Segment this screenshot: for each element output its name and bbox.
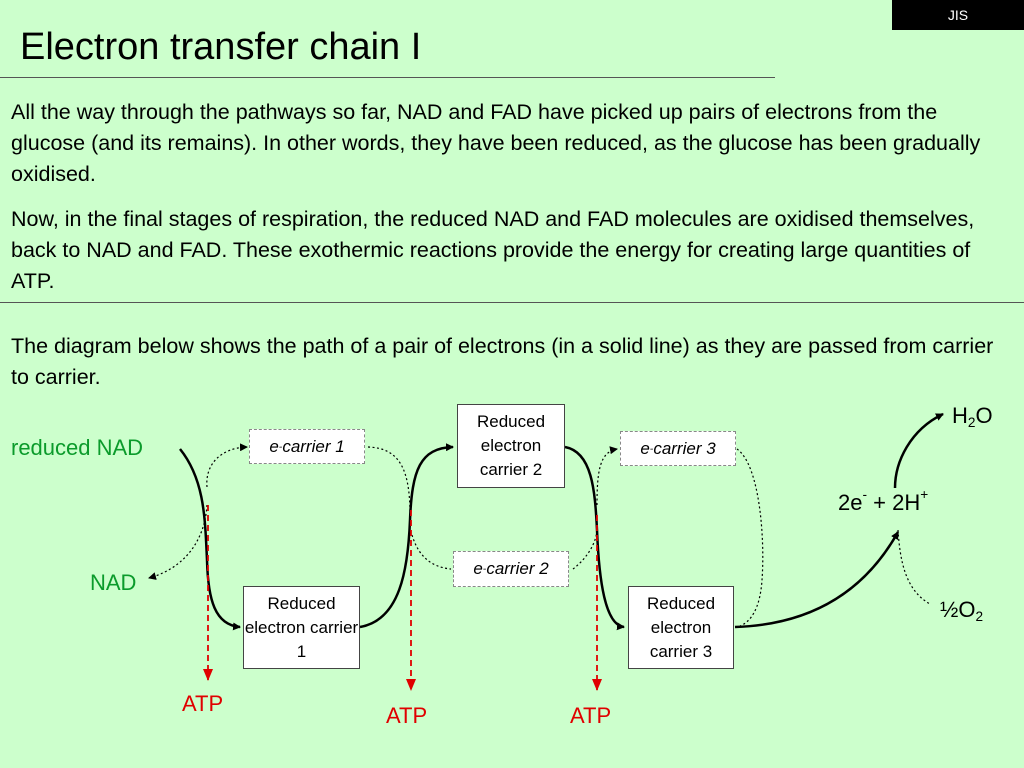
paragraph-diagram-intro: The diagram below shows the path of a pa…: [11, 334, 994, 389]
nad-label: NAD: [90, 570, 137, 595]
dotted-path-oxygen: [897, 529, 931, 605]
dotted-path-carrier3-back: [572, 529, 598, 570]
title-divider: [0, 77, 775, 78]
reduced-carrier-1-box: Reduced electron carrier 1: [243, 586, 360, 669]
electron-path-3: [564, 445, 625, 631]
water-label: H2O: [952, 403, 993, 431]
dotted-path-carrier3-in: [596, 446, 618, 506]
electron-path-water: [893, 412, 944, 489]
oxygen-label: ½O2: [940, 597, 984, 625]
reduced-carrier-2-box: Reduced electron carrier 2: [457, 404, 565, 488]
dotted-path-carrier1-out: [367, 446, 411, 516]
author-badge: JIS: [892, 0, 1024, 30]
e-carrier-1-box: e- carrier 1: [249, 429, 365, 464]
dotted-path-carrier2: [411, 534, 452, 570]
electron-path-1: [179, 448, 241, 631]
atp-label-2: ATP: [386, 703, 428, 728]
page-title: Electron transfer chain I: [20, 26, 422, 68]
reduced-nad-label: reduced NAD: [11, 435, 144, 460]
e-carrier-2-box: e- carrier 2: [453, 551, 569, 587]
e-carrier-3-box: e- carrier 3: [620, 431, 736, 466]
atp-label-3: ATP: [570, 703, 612, 728]
dotted-path-carrier3-out: [736, 448, 764, 627]
electrons-protons-label: 2e- + 2H+: [838, 487, 929, 515]
paragraph-intro: All the way through the pathways so far,…: [11, 100, 981, 186]
dotted-path-nad: [148, 504, 208, 580]
atp-label-1: ATP: [182, 691, 224, 716]
reduced-carrier-3-box: Reduced electron carrier 3: [628, 586, 734, 669]
paragraph-oxidation: Now, in the final stages of respiration,…: [11, 207, 975, 293]
dotted-path-carrier1-in: [206, 443, 248, 488]
section-divider: [0, 302, 1024, 303]
electron-path-2: [359, 443, 454, 629]
electron-path-4: [734, 531, 900, 629]
